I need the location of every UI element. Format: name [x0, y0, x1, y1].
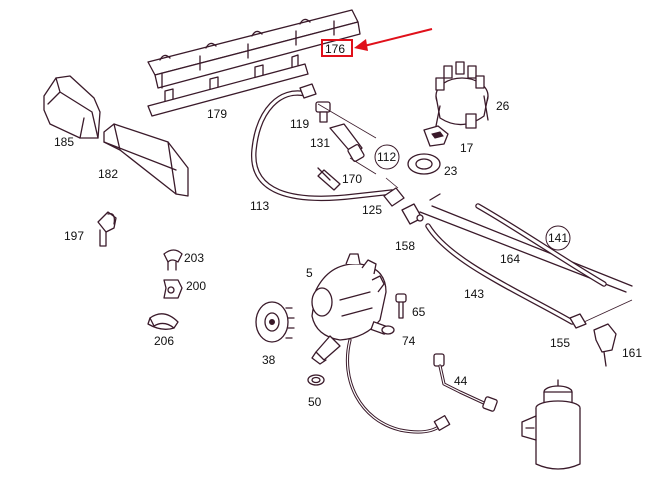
label-203[interactable]: 203	[184, 251, 204, 265]
label-23[interactable]: 23	[444, 164, 458, 178]
label-17[interactable]: 17	[460, 141, 474, 155]
label-182[interactable]: 182	[98, 167, 118, 181]
label-74[interactable]: 74	[402, 334, 416, 348]
part-119-fitting[interactable]	[315, 101, 331, 123]
label-158[interactable]: 158	[395, 239, 415, 253]
highlight-arrow	[354, 28, 433, 51]
circle-141	[545, 225, 571, 251]
part-113-hose[interactable]	[251, 83, 395, 201]
part-26-distributor-cap[interactable]	[435, 61, 489, 129]
label-26[interactable]: 26	[496, 99, 510, 113]
part-125-connector[interactable]	[383, 187, 405, 207]
part-197-clip[interactable]	[97, 211, 117, 247]
part-44-sensor-wire[interactable]	[433, 353, 498, 412]
label-197[interactable]: 197	[64, 229, 84, 243]
label-38[interactable]: 38	[262, 353, 276, 367]
label-185[interactable]: 185	[54, 135, 74, 149]
part-distributor-cable[interactable]	[345, 338, 451, 434]
label-50[interactable]: 50	[308, 395, 322, 409]
leader-112	[317, 103, 399, 189]
label-164[interactable]: 164	[500, 252, 520, 266]
label-44[interactable]: 44	[454, 374, 468, 388]
part-176-bracket[interactable]	[147, 9, 361, 89]
part-206-clamp[interactable]	[147, 313, 179, 330]
label-155[interactable]: 155	[550, 336, 570, 350]
part-158-connector[interactable]	[401, 203, 424, 225]
label-176[interactable]: 176	[325, 42, 345, 56]
part-74-washer[interactable]	[381, 325, 395, 335]
part-143-hose[interactable]	[425, 223, 575, 325]
part-179-rail[interactable]	[147, 54, 309, 117]
part-50-oring[interactable]	[307, 374, 325, 386]
part-17-rotor[interactable]	[423, 125, 449, 147]
part-155-fitting[interactable]	[569, 313, 587, 329]
label-161[interactable]: 161	[622, 346, 642, 360]
part-141-hose-assembly[interactable]	[419, 193, 633, 293]
label-179[interactable]: 179	[207, 107, 227, 121]
label-170[interactable]: 170	[342, 172, 362, 186]
circle-112	[374, 144, 400, 170]
part-38-vacuum-unit[interactable]	[255, 301, 295, 343]
part-5-distributor[interactable]	[311, 253, 388, 365]
part-185-cover[interactable]	[43, 75, 101, 139]
label-112[interactable]: 112	[377, 150, 396, 164]
part-182-shield[interactable]	[103, 123, 189, 197]
label-141[interactable]: 141	[548, 231, 568, 245]
part-200-clamp[interactable]	[163, 279, 183, 299]
highlight-box-176	[321, 39, 353, 57]
label-65[interactable]: 65	[412, 305, 426, 319]
label-143[interactable]: 143	[464, 287, 484, 301]
part-161-sensor[interactable]	[583, 299, 633, 367]
label-200[interactable]: 200	[186, 279, 206, 293]
part-203-clamp[interactable]	[163, 249, 183, 271]
part-164-hose[interactable]	[475, 203, 607, 287]
label-5[interactable]: 5	[306, 266, 313, 280]
label-119[interactable]: 119	[290, 117, 309, 131]
label-113[interactable]: 113	[250, 199, 269, 213]
part-ignition-coil[interactable]	[521, 379, 581, 470]
part-65-bolt[interactable]	[395, 293, 407, 319]
label-131[interactable]: 131	[310, 136, 330, 150]
part-131-valve[interactable]	[329, 123, 365, 162]
label-125[interactable]: 125	[362, 203, 382, 217]
part-170-plug[interactable]	[317, 167, 341, 191]
part-23-seal[interactable]	[407, 153, 441, 175]
label-206[interactable]: 206	[154, 334, 174, 348]
